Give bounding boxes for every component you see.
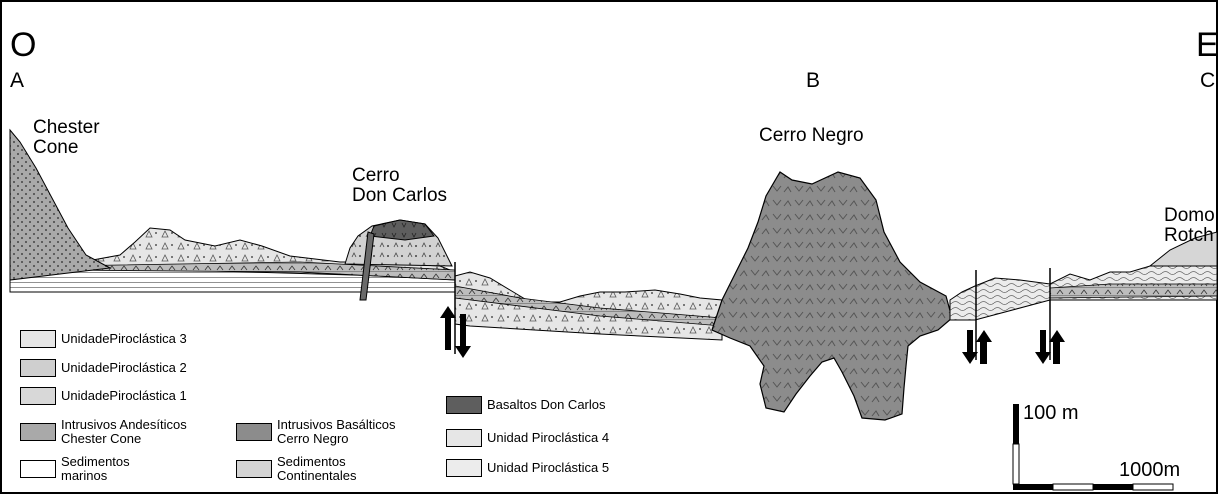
legend-intrusivos-andesiticos: Intrusivos Andesíticos Chester Cone [20, 418, 187, 445]
legend-swatch-pyro-4 [446, 429, 482, 447]
legend-label: Sedimentos Continentales [277, 455, 357, 482]
horizontal-scale-label: 1000m [1119, 460, 1180, 481]
cerro-negro-intrusive [712, 172, 952, 420]
legend-swatch-andesite [20, 423, 56, 441]
right-thin-layers [1050, 284, 1217, 298]
point-b-label: B [806, 70, 820, 92]
legend-sedimentos-continentales: Sedimentos Continentales [236, 455, 357, 482]
domo-rotch-label: Domo Rotch [1164, 206, 1215, 246]
cerro-negro-label: Cerro Negro [759, 126, 864, 146]
legend-unidad-piroclastica-3: UnidadePiroclástica 3 [20, 330, 187, 348]
legend-unidad-piroclastica-4: Unidad Piroclástica 4 [446, 429, 609, 447]
legend-label: UnidadePiroclástica 1 [61, 389, 187, 403]
legend-swatch-pyro-1 [20, 387, 56, 405]
basaltos-don-carlos-cap [370, 220, 434, 240]
legend-label: UnidadePiroclástica 3 [61, 332, 187, 346]
legend-intrusivos-basalticos: Intrusivos Basálticos Cerro Negro [236, 418, 396, 445]
legend-swatch-pyro-3 [20, 330, 56, 348]
point-c-label: C [1200, 70, 1215, 92]
legend-swatch-marine [20, 460, 56, 478]
point-a-label: A [10, 70, 24, 92]
legend-label: Intrusivos Andesíticos Chester Cone [61, 418, 187, 445]
fault-arrows-2 [962, 330, 992, 364]
legend-label: Sedimentos marinos [61, 455, 130, 482]
central-pyroclastic-units [455, 272, 722, 340]
legend-swatch-pyro-5 [446, 459, 482, 477]
legend-label: Intrusivos Basálticos Cerro Negro [277, 418, 396, 445]
vertical-scale-label: 100 m [1023, 403, 1079, 424]
legend-unidad-piroclastica-1: UnidadePiroclástica 1 [20, 387, 187, 405]
cerro-don-carlos-label: Cerro Don Carlos [352, 166, 447, 206]
legend-swatch-basaltic-intrusive [236, 423, 272, 441]
legend-swatch-basalt [446, 396, 482, 414]
legend-label: Unidad Piroclástica 4 [487, 431, 609, 445]
horizontal-scale-bar [1013, 484, 1173, 490]
chester-cone-label: Chester Cone [33, 118, 100, 158]
legend-unidad-piroclastica-2: UnidadePiroclástica 2 [20, 359, 187, 377]
legend-label: UnidadePiroclástica 2 [61, 361, 187, 375]
east-orientation-label: E [1196, 28, 1218, 64]
legend-sedimentos-marinos: Sedimentos marinos [20, 455, 130, 482]
legend-label: Unidad Piroclástica 5 [487, 461, 609, 475]
west-orientation-label: O [10, 28, 36, 64]
vertical-scale-bar [1013, 404, 1019, 484]
legend-basaltos-don-carlos: Basaltos Don Carlos [446, 396, 606, 414]
legend-swatch-continental [236, 460, 272, 478]
legend-swatch-pyro-2 [20, 359, 56, 377]
legend-label: Basaltos Don Carlos [487, 398, 606, 412]
legend-unidad-piroclastica-5: Unidad Piroclástica 5 [446, 459, 609, 477]
